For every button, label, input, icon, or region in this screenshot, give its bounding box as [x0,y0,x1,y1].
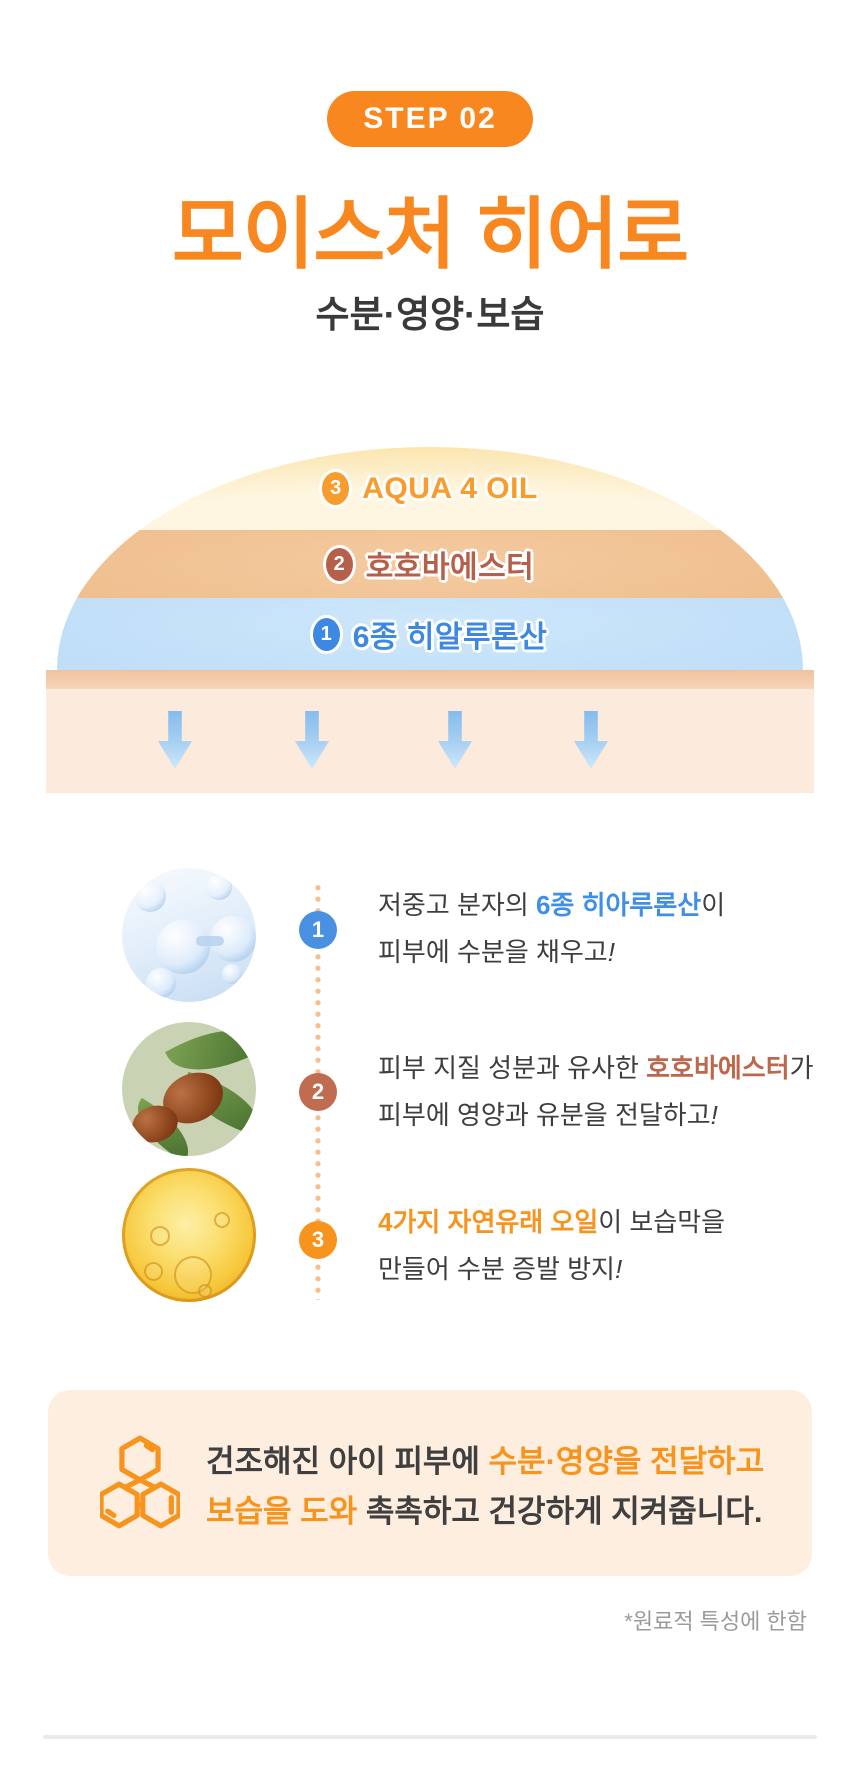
arrow-down-icon [574,711,608,769]
step-line-1: 4가지 자연유래 오일이 보습막을 [378,1199,838,1246]
text-segment: 이 [701,890,726,920]
hyaluronic-bubbles-image [122,868,256,1002]
highlight-text: 보습을 도와 [206,1494,358,1529]
bubble-shape [134,880,166,912]
text-segment: 피부 지질 성분과 유사한 [378,1053,647,1083]
skin-surface-strip [46,670,814,689]
jojoba-ester-image [122,1022,256,1156]
layer-label: AQUA 4 OIL [362,471,538,505]
step-number-badge: 3 [299,1221,337,1259]
step-badge-label: STEP 02 [363,102,497,135]
summary-text: 건조해진 아이 피부에 수분·영양을 전달하고 보습을 도와 촉촉하고 건강하게… [206,1437,764,1537]
bubble-shape [156,920,210,974]
step-line-1: 피부 지질 성분과 유사한 호호바에스터가 [378,1045,838,1092]
step-line-2: 피부에 영양과 유분을 전달하고! [378,1092,838,1139]
text-segment: 피부에 영양과 유분을 전달하고 [378,1100,711,1130]
dome-layer-hyaluronic-acid: 1 6종 히알루론산 [57,598,803,670]
layer-number-badge: 2 [325,547,353,581]
step-number-badge: 2 [299,1073,337,1111]
footnote: *원료적 특성에 한함 [624,1609,807,1634]
step-line-2: 피부에 수분을 채우고! [378,929,838,976]
highlight-text: 4가지 자연유래 오일 [378,1207,599,1237]
natural-oil-image [122,1168,256,1302]
text-segment: 건조해진 아이 피부에 [206,1444,489,1479]
highlight-text: 6종 히아루론산 [535,890,702,920]
bubble-shape [146,968,176,998]
text-segment: 가 [789,1053,814,1083]
layer-label: 호호바에스터 [365,551,535,584]
page-subtitle: 수분·영양·보습 [315,294,545,335]
text-segment: 촉촉하고 건강하게 지켜줍니다. [357,1494,763,1529]
text-segment: 피부에 수분을 채우고 [378,937,608,967]
text-segment: 만들어 수분 증발 방지 [378,1254,615,1284]
highlight-text: 호호바에스터 [646,1053,790,1083]
arrow-down-icon [438,711,472,769]
oil-bubble-shape [144,1262,163,1281]
text-segment: 저중고 분자의 [378,890,536,920]
layer-number-badge: 3 [322,472,350,505]
step-description: 저중고 분자의 6종 히아루론산이 피부에 수분을 채우고! [378,882,838,976]
step-number-badge: 1 [299,911,337,949]
text-segment: 이 보습막을 [598,1207,726,1237]
summary-line-1: 건조해진 아이 피부에 수분·영양을 전달하고 [206,1437,764,1487]
step-line-1: 저중고 분자의 6종 히아루론산이 [378,882,838,929]
layer-label: 6종 히알루론산 [352,621,548,654]
bubble-shape [222,964,242,984]
layer-number-badge: 1 [312,617,340,651]
step-badge: STEP 02 [327,91,533,147]
dome-layer-jojoba-ester: 2 호호바에스터 [57,530,803,598]
dome-layer-aqua-4-oil: 3 AQUA 4 OIL [57,447,803,530]
exclamation: ! [614,1254,623,1284]
summary-line-2: 보습을 도와 촉촉하고 건강하게 지켜줍니다. [206,1487,764,1537]
exclamation: ! [710,1100,718,1130]
section-divider [43,1735,817,1739]
arrow-down-icon [158,711,192,769]
page-title: 모이스처 히어로 [172,190,689,278]
step-description: 4가지 자연유래 오일이 보습막을 만들어 수분 증발 방지! [378,1199,838,1293]
bubble-shape [206,874,232,900]
oil-bubble-shape [198,1284,212,1298]
ingredient-layers-dome: 3 AQUA 4 OIL 2 호호바에스터 1 6종 히알루론산 [57,447,803,670]
step-description: 피부 지질 성분과 유사한 호호바에스터가 피부에 영양과 유분을 전달하고! [378,1045,838,1139]
arrow-down-icon [295,711,329,769]
summary-box: 건조해진 아이 피부에 수분·영양을 전달하고 보습을 도와 촉촉하고 건강하게… [48,1390,812,1576]
oil-bubble-shape [150,1226,170,1246]
step-line-2: 만들어 수분 증발 방지! [378,1246,838,1293]
highlight-text: 수분·영양을 전달하고 [488,1444,765,1479]
molecule-icon [100,1435,180,1529]
skin-layer-area [46,689,814,793]
bubble-bond-shape [196,936,224,946]
exclamation: ! [607,937,615,967]
oil-bubble-shape [214,1212,230,1228]
